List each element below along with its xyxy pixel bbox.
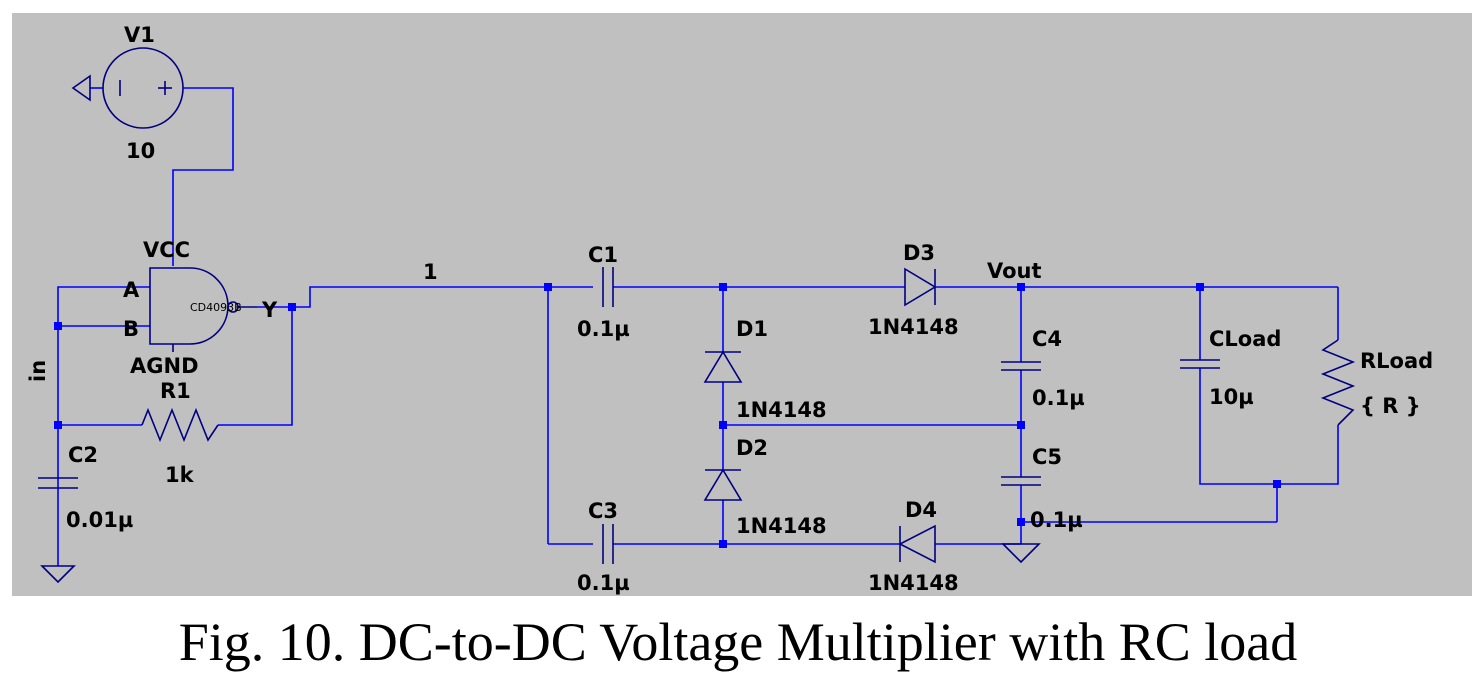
d3-value-label: 1N4148 [868, 315, 959, 339]
junction-load-return [1273, 480, 1281, 488]
junction-c5-bottom [1017, 518, 1025, 526]
net-in-label: in [26, 360, 50, 382]
components [38, 47, 1356, 584]
schematic-canvas: V1 10 VCC A B Y CD4093B AGND R1 1k in C2… [12, 13, 1472, 596]
wire-in-net [57, 286, 150, 566]
junction-in-r1 [54, 421, 62, 429]
v1-source [102, 47, 184, 129]
schematic-svg: V1 10 VCC A B Y CD4093B AGND R1 1k in C2… [26, 23, 1433, 595]
d2-name-label: D2 [736, 436, 768, 460]
cload-name-label: CLoad [1209, 327, 1281, 351]
c3-name-label: C3 [588, 499, 618, 523]
junction-vout-c4 [1017, 283, 1025, 291]
rload-resistor [1320, 339, 1356, 426]
c4-capacitor [1001, 361, 1041, 371]
junction-net-1 [544, 283, 552, 291]
c1-capacitor [602, 267, 614, 307]
ground-icon [1001, 543, 1041, 564]
d3-diode [904, 267, 937, 307]
junction-d1-d2 [719, 421, 727, 429]
c1-name-label: C1 [588, 243, 618, 267]
vcc-label: VCC [143, 238, 190, 262]
wire-net-1 [257, 286, 593, 308]
v1-name-label: V1 [124, 23, 155, 47]
gate-part-label: CD4093B [190, 301, 242, 314]
nand-gate [149, 267, 257, 352]
rload-value-label: { R } [1360, 394, 1421, 418]
c4-name-label: C4 [1032, 327, 1062, 351]
rload-name-label: RLoad [1360, 349, 1433, 373]
junction-c4-c5 [1017, 421, 1025, 429]
d1-diode [703, 350, 743, 383]
junction-y [288, 303, 296, 311]
c1-value-label: 0.1µ [577, 317, 630, 341]
junction-c3-d2 [719, 540, 727, 548]
c3-capacitor [602, 524, 614, 564]
v1-value-label: 10 [126, 139, 155, 163]
net-1-label: 1 [423, 260, 438, 284]
c5-name-label: C5 [1032, 445, 1062, 469]
cload-value-label: 10µ [1209, 385, 1254, 409]
junction-in-b [54, 322, 62, 330]
pin-y-label: Y [261, 298, 278, 322]
junction-vout-cload [1196, 283, 1204, 291]
c3-value-label: 0.1µ [577, 571, 630, 595]
c2-value-label: 0.01µ [66, 508, 133, 532]
c4-value-label: 0.1µ [1032, 386, 1085, 410]
wire-v1-vcc [172, 87, 234, 266]
d2-diode [703, 468, 743, 501]
d1-name-label: D1 [736, 317, 768, 341]
junction-c1-d1 [719, 283, 727, 291]
figure-caption: Fig. 10. DC-to-DC Voltage Multiplier wit… [178, 612, 1298, 672]
ground-icon [71, 74, 91, 102]
pin-b-label: B [123, 317, 139, 341]
wire-load-return [1199, 368, 1339, 485]
d4-name-label: D4 [905, 498, 937, 522]
d4-value-label: 1N4148 [868, 571, 959, 595]
wire-r1-right [218, 307, 293, 426]
junctions [54, 283, 1281, 548]
c2-capacitor [38, 477, 78, 489]
agnd-label: AGND [130, 354, 199, 378]
d2-value-label: 1N4148 [736, 514, 827, 538]
wires [57, 87, 1339, 566]
r1-name-label: R1 [160, 379, 191, 403]
cload-capacitor [1180, 359, 1220, 369]
d4-diode [898, 524, 936, 564]
r1-value-label: 1k [165, 463, 195, 487]
d1-value-label: 1N4148 [736, 398, 827, 422]
r1-resistor [141, 407, 219, 443]
c5-value-label: 0.1µ [1030, 508, 1083, 532]
ground-icon [40, 565, 76, 584]
net-vout-label: Vout [987, 259, 1042, 283]
c5-capacitor [1001, 476, 1041, 486]
d3-name-label: D3 [903, 241, 935, 265]
pin-a-label: A [123, 278, 140, 302]
c2-name-label: C2 [68, 443, 98, 467]
